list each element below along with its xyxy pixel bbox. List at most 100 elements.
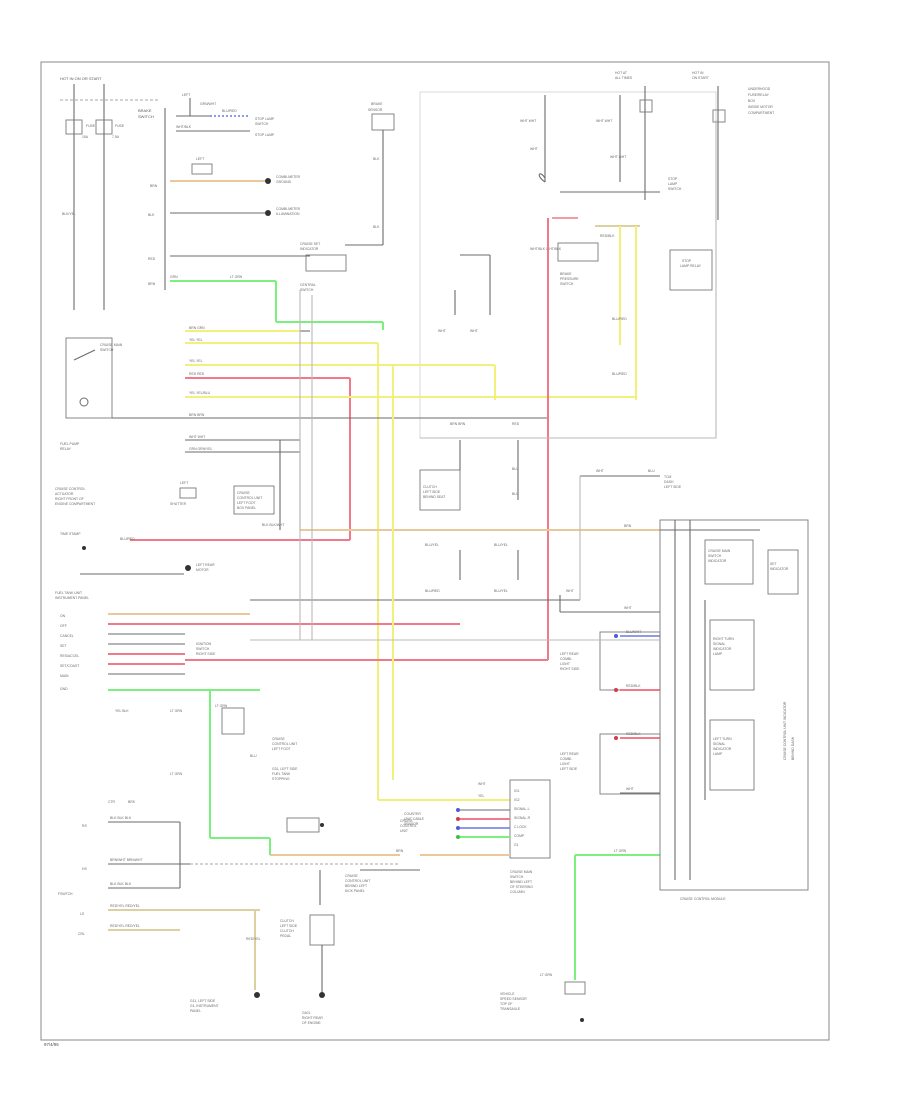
svg-text:BEHIND SEAT: BEHIND SEAT [423, 495, 445, 499]
svg-text:BOX: BOX [748, 99, 756, 103]
svg-text:ALL TIMES: ALL TIMES [615, 76, 633, 80]
svg-text:LAMP: LAMP [713, 752, 723, 756]
svg-text:INDICATOR: INDICATOR [770, 567, 789, 571]
svg-text:INDICATOR: INDICATOR [300, 247, 319, 251]
green-wire-top: GRN LT GRN [170, 275, 384, 330]
svg-text:WHT WHT: WHT WHT [189, 435, 205, 439]
svg-text:CRUISE CONTROL: CRUISE CONTROL [55, 487, 85, 491]
svg-text:RED/YEL: RED/YEL [246, 937, 261, 941]
green-lower-wire: LT GRN LT GRN BLU LT GRN CRUISE CONTROL … [170, 690, 324, 839]
svg-text:OFF: OFF [60, 624, 67, 628]
svg-text:RIGHT REAR: RIGHT REAR [302, 1016, 323, 1020]
svg-text:BOX PANEL: BOX PANEL [237, 506, 256, 510]
svg-text:LT GRN: LT GRN [170, 772, 183, 776]
vertical-module-label: CRUISE CONTROL UNIT INDICATOR BEHIND DAS… [783, 701, 795, 760]
svg-text:LEFT: LEFT [180, 481, 188, 485]
svg-text:SIGNAL-R: SIGNAL-R [514, 816, 531, 820]
svg-text:BRN GRN: BRN GRN [189, 326, 205, 330]
svg-text:LT GRN: LT GRN [540, 973, 553, 977]
svg-text:BRN: BRN [150, 184, 158, 188]
svg-text:7.5A: 7.5A [112, 135, 120, 139]
svg-text:BLU/WHT: BLU/WHT [626, 630, 641, 634]
svg-text:CANCEL: CANCEL [60, 634, 74, 638]
svg-text:LEFT SIDE: LEFT SIDE [664, 485, 682, 489]
svg-text:RED/YEL RED/YEL: RED/YEL RED/YEL [110, 904, 140, 908]
left-connector: ON OFF CANCEL SET RES/ACCEL SET/COAST MA… [60, 599, 580, 713]
svg-text:TRANSAXLE: TRANSAXLE [500, 1007, 521, 1011]
svg-text:HOT AT: HOT AT [615, 71, 627, 75]
svg-text:MAIN: MAIN [60, 674, 69, 678]
svg-text:DASH: DASH [664, 480, 674, 484]
svg-text:LEFT FOOT: LEFT FOOT [237, 501, 256, 505]
svg-text:STOP: STOP [668, 177, 678, 181]
svg-text:BLU: BLU [250, 754, 257, 758]
svg-text:COMPARTMENT: COMPARTMENT [748, 111, 774, 115]
svg-text:BRN/WHT BRN/WHT: BRN/WHT BRN/WHT [110, 858, 143, 862]
module-panel-label: CRUISE CONTROL MODULE [680, 897, 726, 901]
svg-text:SET/COAST: SET/COAST [60, 664, 79, 668]
svg-text:CRUISE MAIN: CRUISE MAIN [100, 343, 123, 347]
svg-text:IG1: IG1 [514, 789, 520, 793]
svg-text:RED/YEL RED/YEL: RED/YEL RED/YEL [110, 924, 140, 928]
svg-text:RELAY: RELAY [60, 447, 72, 451]
svg-text:SHUTTER: SHUTTER [170, 502, 187, 506]
svg-text:PANEL: PANEL [190, 1009, 201, 1013]
svg-text:ON START: ON START [692, 76, 709, 80]
svg-text:ON: ON [60, 614, 66, 618]
svg-text:C LOCK: C LOCK [514, 825, 527, 829]
svg-text:WHT: WHT [530, 147, 538, 151]
svg-text:CTR: CTR [108, 800, 116, 804]
svg-text:BLK: BLK [373, 157, 380, 161]
svg-text:CRUISE: CRUISE [400, 819, 414, 823]
svg-text:TIME STAMP: TIME STAMP [60, 532, 81, 536]
svg-text:ILLUMINATION: ILLUMINATION [276, 212, 300, 216]
svg-text:CENTRAL: CENTRAL [300, 283, 316, 287]
svg-text:LEFT: LEFT [182, 93, 190, 97]
svg-text:G1: G1 [514, 843, 519, 847]
svg-text:BLK BLK BLK: BLK BLK BLK [110, 882, 132, 886]
svg-text:WHT: WHT [566, 589, 574, 593]
svg-text:WHT: WHT [626, 787, 634, 791]
svg-text:BLU: BLU [512, 467, 519, 471]
svg-text:UNIT CABLE: UNIT CABLE [404, 817, 425, 821]
svg-text:STOP: STOP [682, 259, 692, 263]
svg-text:FUSE: FUSE [86, 124, 96, 128]
svg-text:SPEED SENSOR: SPEED SENSOR [500, 997, 527, 1001]
svg-text:RIGHT TURN: RIGHT TURN [713, 637, 734, 641]
svg-text:SIGNAL: SIGNAL [713, 742, 726, 746]
svg-text:LT GRN: LT GRN [230, 275, 243, 279]
diagram-frame [40, 61, 830, 1041]
svg-text:INSIDE MOTOR: INSIDE MOTOR [748, 105, 773, 109]
svg-text:G401: G401 [302, 1011, 310, 1015]
svg-text:SWITCH: SWITCH [668, 187, 682, 191]
svg-text:IG2: IG2 [514, 798, 520, 802]
svg-text:RED/BLK: RED/BLK [626, 732, 641, 736]
svg-text:BRN: BRN [624, 524, 632, 528]
svg-text:BLK BLK BLK: BLK BLK BLK [110, 816, 132, 820]
svg-text:SWITCH: SWITCH [300, 288, 314, 292]
svg-text:SWITCH: SWITCH [138, 114, 154, 119]
svg-text:BLU/YEL: BLU/YEL [425, 543, 439, 547]
svg-text:BLK BLK/WHT: BLK BLK/WHT [262, 523, 284, 527]
svg-text:LEFT SIDE: LEFT SIDE [560, 767, 578, 771]
svg-text:INDICATOR: INDICATOR [713, 747, 732, 751]
svg-text:FSWTCH: FSWTCH [58, 892, 73, 896]
svg-text:RIGHT SIDE: RIGHT SIDE [560, 667, 580, 671]
svg-text:SIGNAL-L: SIGNAL-L [514, 807, 530, 811]
svg-text:LAMP: LAMP [713, 652, 723, 656]
svg-text:LEFT SIDE: LEFT SIDE [280, 924, 298, 928]
svg-text:GRN GRN/YEL: GRN GRN/YEL [189, 447, 212, 451]
svg-text:GRN/WHT: GRN/WHT [200, 102, 216, 106]
svg-text:LEFT FOOT: LEFT FOOT [272, 747, 291, 751]
right-side-modules: WHT BLU TCM DASH LEFT SIDE WHT WHT BLU/W… [559, 469, 682, 795]
svg-text:SENSOR: SENSOR [404, 822, 419, 826]
fuse-block-group: HOT IN ON OR START FUSE FUSE 15A 7.5A BL… [60, 76, 160, 310]
svg-text:TOP OF: TOP OF [500, 1002, 513, 1006]
svg-text:CLUTCH: CLUTCH [423, 485, 437, 489]
background-wires [250, 120, 717, 641]
svg-text:BLU: BLU [648, 469, 655, 473]
svg-text:WHT: WHT [596, 469, 604, 473]
svg-text:VEHICLE: VEHICLE [500, 992, 515, 996]
diagram-code: 97/4/96 [44, 1042, 59, 1047]
svg-text:COMBI-: COMBI- [560, 657, 572, 661]
